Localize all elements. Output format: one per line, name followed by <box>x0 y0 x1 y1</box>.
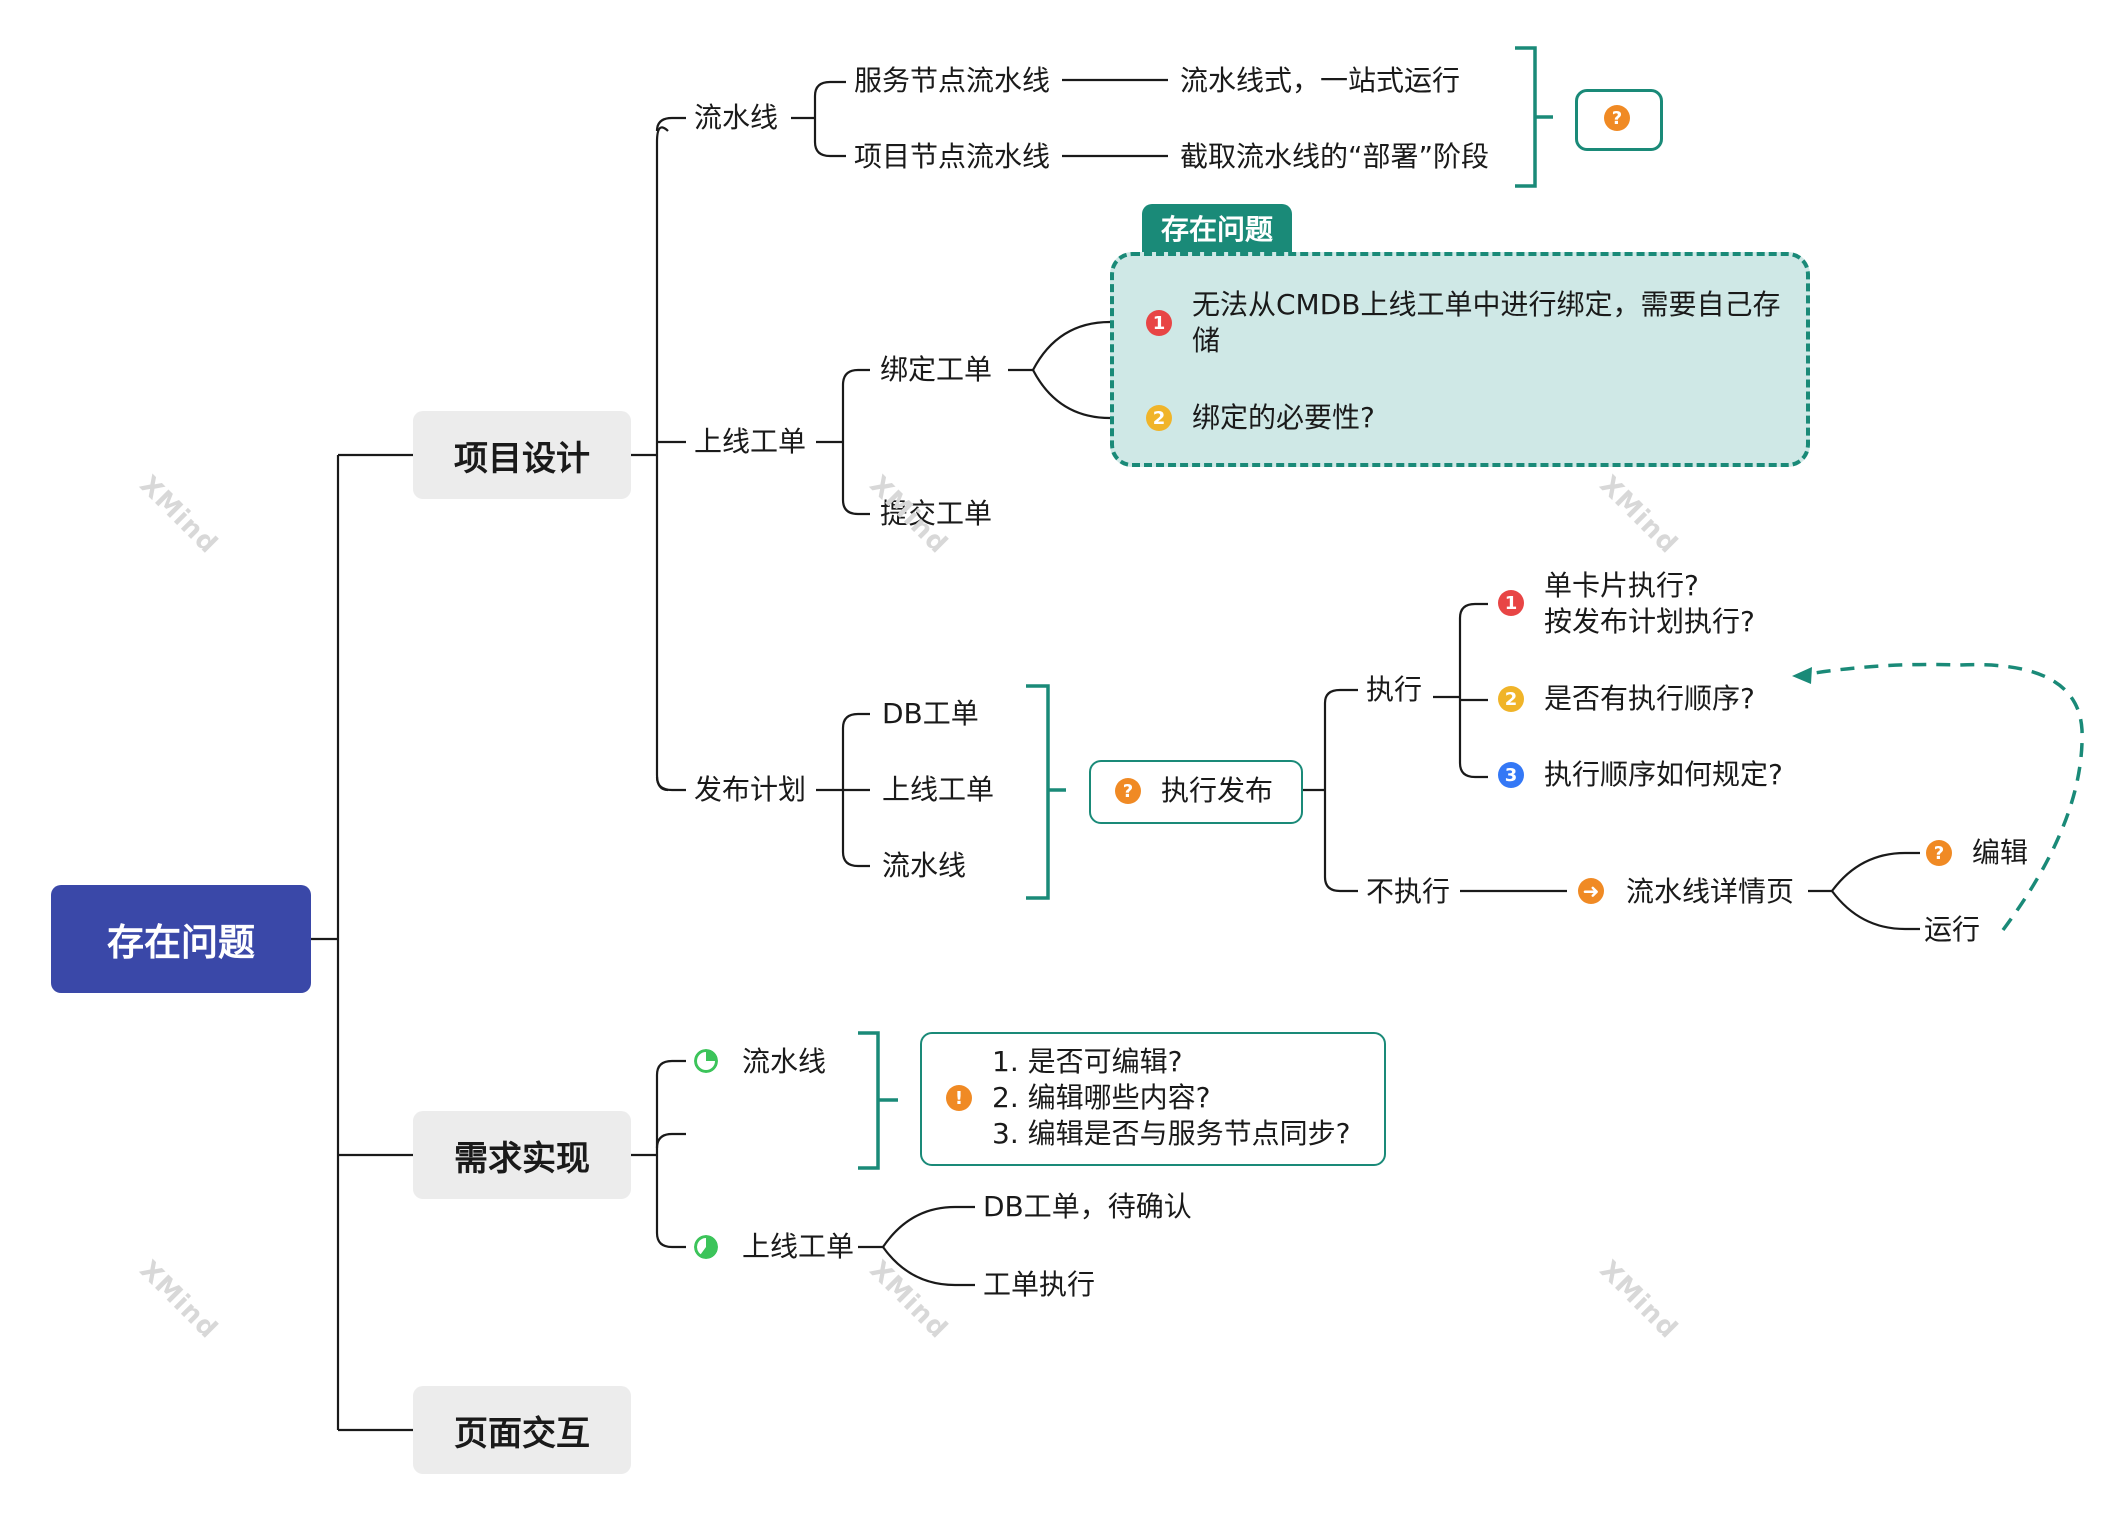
topic-project-node-pipeline[interactable]: 项目节点流水线 <box>854 140 1051 173</box>
topic-pipeline[interactable]: 流水线 <box>694 101 779 134</box>
issue-callout-box[interactable] <box>1110 252 1810 467</box>
topic-impl-pipeline[interactable]: 流水线 <box>742 1045 827 1078</box>
branch-page-interaction[interactable]: 页面交互 <box>413 1386 631 1474</box>
issue-callout-title-text: 存在问题 <box>1160 213 1273 246</box>
number-1-icon: 1 <box>1498 590 1524 616</box>
note-line-2: 2. 编辑哪些内容? <box>992 1081 1211 1114</box>
topic-ticket-execute[interactable]: 工单执行 <box>983 1268 1096 1301</box>
topic-execute-order-rule[interactable]: 执行顺序如何规定? <box>1544 758 1783 791</box>
topic-impl-online-ticket[interactable]: 上线工单 <box>742 1230 855 1263</box>
topic-release-pipeline[interactable]: 流水线 <box>882 849 967 882</box>
note-line-1: 1. 是否可编辑? <box>992 1045 1183 1078</box>
topic-plan-execute: 按发布计划执行? <box>1544 605 1755 638</box>
task-progress-icon <box>694 1235 718 1259</box>
topic-no-execute[interactable]: 不执行 <box>1366 875 1451 908</box>
arrow-right-icon: ➜ <box>1578 878 1604 904</box>
branch-project-design-label: 项目设计 <box>454 438 590 479</box>
number-2-icon: 2 <box>1146 405 1172 431</box>
callout-item-1-line2: 储 <box>1192 324 1221 357</box>
issue-callout-title: 存在问题 <box>1142 204 1292 252</box>
topic-project-node-desc[interactable]: 截取流水线的“部署”阶段 <box>1180 140 1490 173</box>
topic-online-ticket[interactable]: 上线工单 <box>694 425 807 458</box>
topic-db-ticket[interactable]: DB工单 <box>882 697 979 730</box>
topic-release-plan[interactable]: 发布计划 <box>694 773 807 806</box>
question-icon: ? <box>1604 105 1630 131</box>
topic-pipeline-detail-page[interactable]: 流水线详情页 <box>1626 875 1795 908</box>
topic-bind-ticket[interactable]: 绑定工单 <box>880 353 993 386</box>
question-icon: ? <box>1926 840 1952 866</box>
exec-badge-2-label: 2 <box>1504 688 1518 710</box>
root-topic-label: 存在问题 <box>107 921 255 964</box>
topic-execute[interactable]: 执行 <box>1366 673 1423 706</box>
topic-execute-release-label: 执行发布 <box>1161 774 1274 807</box>
branch-requirement-impl-label: 需求实现 <box>454 1138 590 1179</box>
question-icon: ? <box>1115 778 1141 804</box>
topic-submit-ticket[interactable]: 提交工单 <box>880 497 993 530</box>
number-2-icon: 2 <box>1498 686 1524 712</box>
exec-badge-1-label: 1 <box>1504 592 1518 614</box>
branch-page-interaction-label: 页面交互 <box>454 1413 590 1454</box>
topic-service-node-desc[interactable]: 流水线式，一站式运行 <box>1180 64 1461 97</box>
topic-execute-order[interactable]: 是否有执行顺序? <box>1544 682 1755 715</box>
topic-single-card-execute[interactable]: 单卡片执行? <box>1544 569 1699 602</box>
exec-badge-3-label: 3 <box>1504 764 1518 786</box>
summary-question-box[interactable]: ? <box>1575 89 1663 151</box>
exclamation-icon: ! <box>946 1085 972 1111</box>
number-3-icon: 3 <box>1498 762 1524 788</box>
number-1-icon: 1 <box>1146 310 1172 336</box>
task-progress-icon <box>694 1049 718 1073</box>
impl-question-note[interactable] <box>920 1032 1386 1166</box>
note-line-3: 3. 编辑是否与服务节点同步? <box>992 1117 1351 1150</box>
badge-1-label: 1 <box>1152 312 1166 334</box>
callout-item-1-line1[interactable]: 无法从CMDB上线工单中进行绑定，需要自己存 <box>1192 288 1781 321</box>
topic-execute-release[interactable]: ? 执行发布 <box>1089 760 1303 824</box>
topic-edit[interactable]: 编辑 <box>1972 836 2029 869</box>
topic-run[interactable]: 运行 <box>1924 913 1981 946</box>
topic-db-ticket-pending[interactable]: DB工单，待确认 <box>983 1190 1192 1223</box>
branch-project-design[interactable]: 项目设计 <box>413 411 631 499</box>
branch-requirement-impl[interactable]: 需求实现 <box>413 1111 631 1199</box>
root-topic[interactable]: 存在问题 <box>51 885 311 993</box>
callout-item-2[interactable]: 绑定的必要性? <box>1192 401 1375 434</box>
topic-release-online-ticket[interactable]: 上线工单 <box>882 773 995 806</box>
badge-2-label: 2 <box>1152 407 1166 429</box>
topic-service-node-pipeline[interactable]: 服务节点流水线 <box>854 64 1051 97</box>
